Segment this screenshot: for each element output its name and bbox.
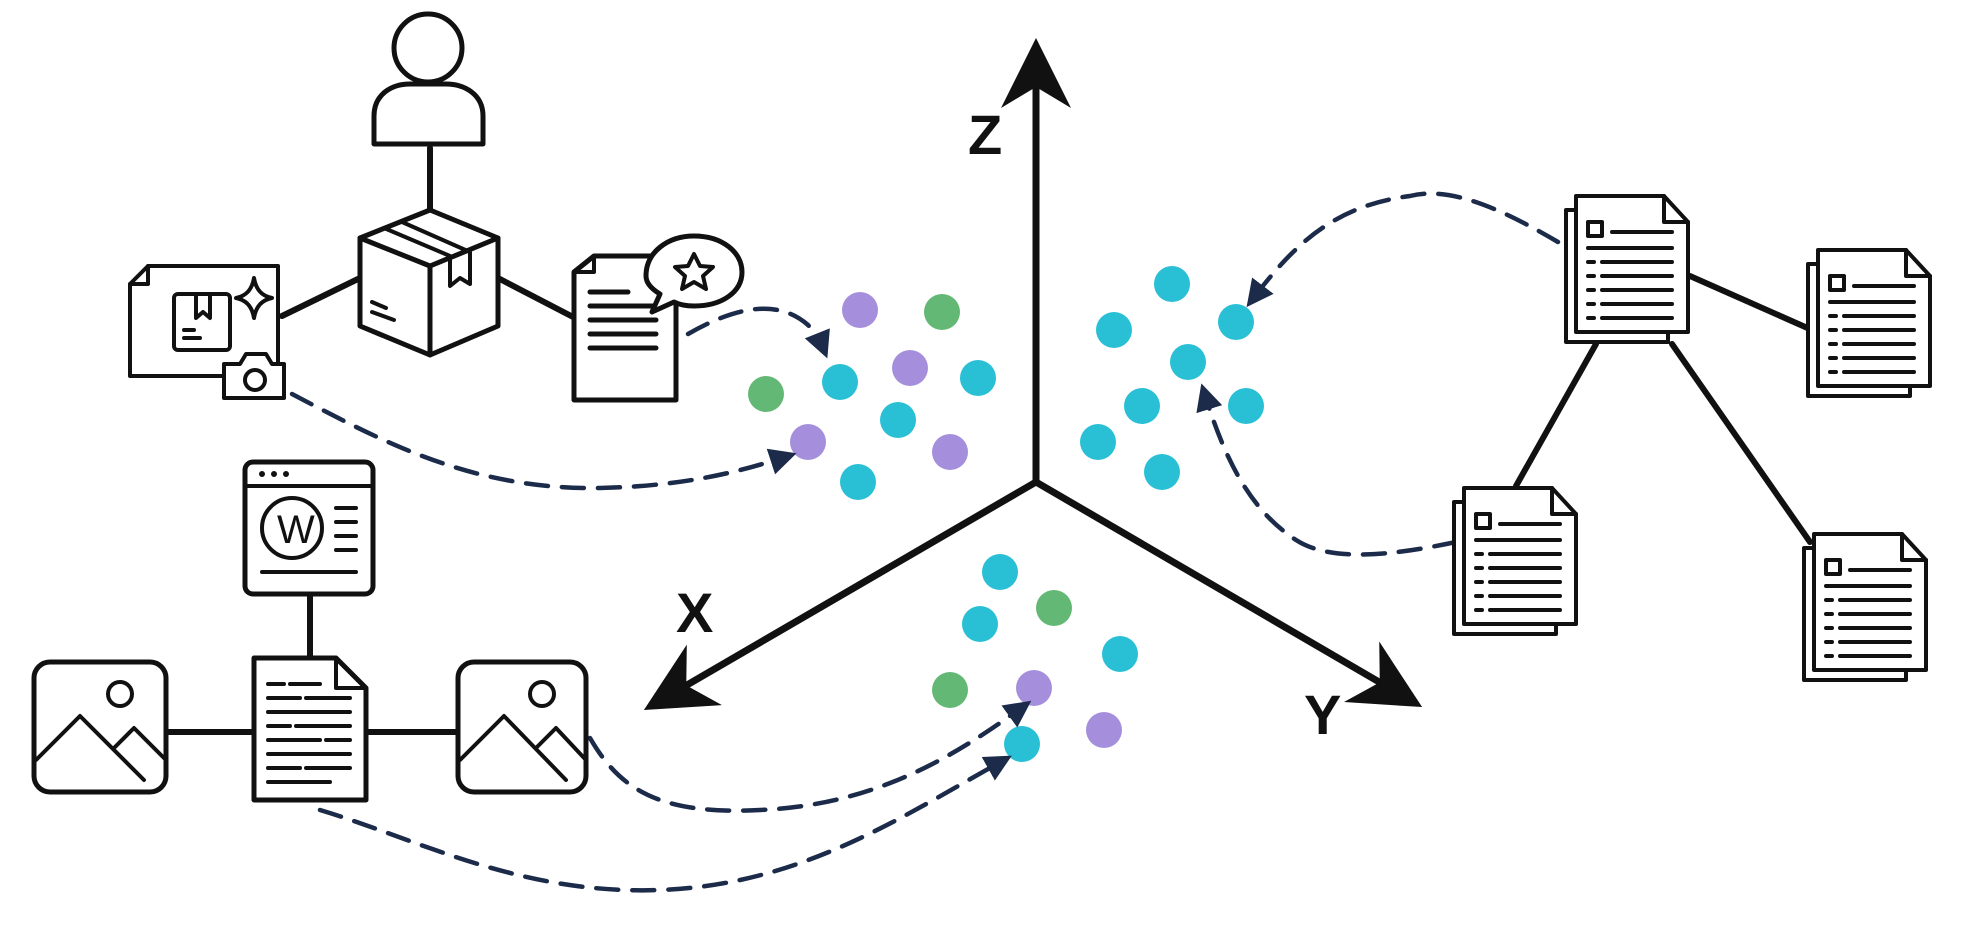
star-speech-bubble-icon <box>643 233 745 315</box>
document-cluster-point-cyan <box>1154 266 1190 302</box>
package-box-icon <box>357 207 501 358</box>
connector-doc-top-to-cluster <box>1246 191 1561 308</box>
image-icon-left <box>31 659 169 795</box>
wiki-cluster <box>932 554 1138 762</box>
product-cluster-point-cyan <box>840 464 876 500</box>
product-cluster-point-green <box>748 376 784 412</box>
connector-review-to-cluster <box>685 306 830 359</box>
document-cluster <box>1080 266 1264 490</box>
wiki-graph: W <box>31 459 589 803</box>
product-cluster-point-cyan <box>880 402 916 438</box>
image-icon-right <box>455 659 589 795</box>
article-document-icon <box>251 655 369 803</box>
connector-product-image-to-cluster <box>289 391 797 491</box>
document-cluster-point-cyan <box>1144 454 1180 490</box>
wiki-cluster-point-cyan <box>962 606 998 642</box>
wiki-cluster-point-green <box>1036 590 1072 626</box>
document-cluster-point-cyan <box>1228 388 1264 424</box>
document-cluster-point-cyan <box>1218 304 1254 340</box>
product-cluster-point-purple <box>790 424 826 460</box>
connector-image-to-wiki-cluster <box>587 700 1032 813</box>
camera-icon <box>222 352 286 400</box>
connector-article-to-wiki-cluster <box>317 755 1012 893</box>
axes: Z X Y <box>643 38 1423 746</box>
document-cluster-point-cyan <box>1096 312 1132 348</box>
web-page-letter: W <box>277 508 315 552</box>
document-stack-icon-bottom-right <box>1802 532 1928 682</box>
wiki-cluster-point-green <box>932 672 968 708</box>
wiki-cluster-point-purple <box>1086 712 1122 748</box>
wiki-cluster-point-cyan <box>1004 726 1040 762</box>
x-axis <box>643 478 1038 711</box>
wiki-cluster-point-purple <box>1016 670 1052 706</box>
product-cluster-point-cyan <box>822 364 858 400</box>
product-cluster-point-purple <box>892 350 928 386</box>
web-page-icon: W <box>242 459 376 597</box>
wiki-cluster-point-cyan <box>1102 636 1138 672</box>
product-cluster-point-purple <box>932 434 968 470</box>
document-graph <box>1452 194 1932 682</box>
document-stack-icon-top <box>1564 194 1690 344</box>
document-stack-icon-right <box>1806 248 1932 398</box>
wiki-cluster-point-cyan <box>982 554 1018 590</box>
document-cluster-point-cyan <box>1124 388 1160 424</box>
z-axis-label: Z <box>968 103 1002 166</box>
product-cluster-point-cyan <box>960 360 996 396</box>
product-cluster <box>748 292 996 500</box>
user-icon <box>371 11 486 147</box>
product-cluster-point-green <box>924 294 960 330</box>
product-graph <box>128 11 745 403</box>
x-axis-label: X <box>676 581 713 644</box>
document-stack-icon-bottom-left <box>1452 486 1578 636</box>
product-cluster-point-purple <box>842 292 878 328</box>
document-cluster-point-cyan <box>1080 424 1116 460</box>
sparkle-icon <box>234 276 274 320</box>
document-cluster-point-cyan <box>1170 344 1206 380</box>
dashed-connectors <box>289 191 1561 893</box>
connector-doc-bottom-to-cluster <box>1196 383 1459 557</box>
product-image-icon <box>128 264 286 400</box>
y-axis-label: Y <box>1304 683 1341 746</box>
y-axis <box>1034 478 1423 708</box>
review-document-icon <box>571 233 745 403</box>
